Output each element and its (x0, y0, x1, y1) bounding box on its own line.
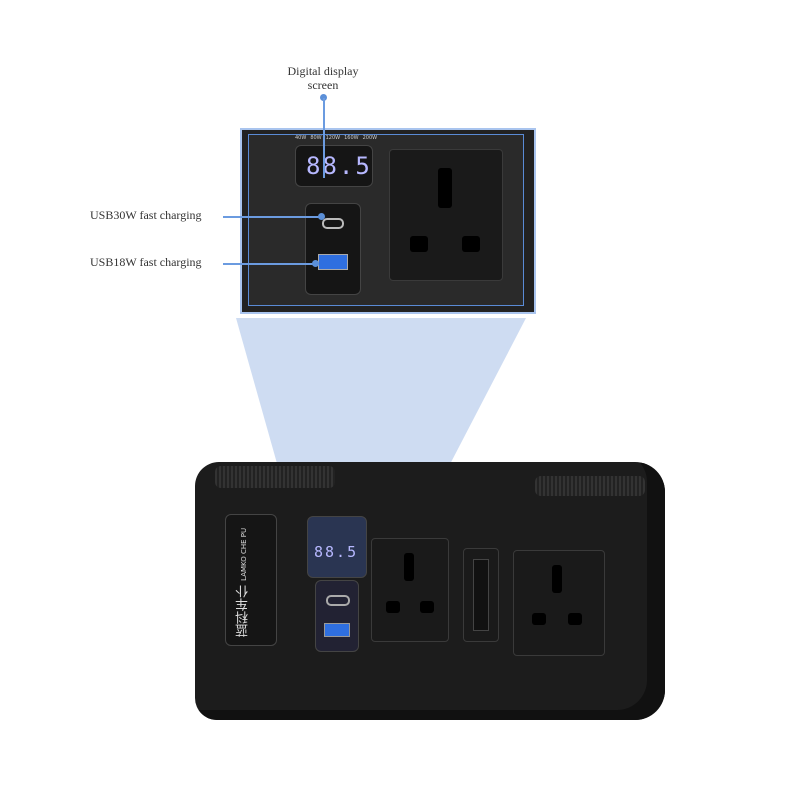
callout-dot (320, 94, 327, 101)
socket-hole (438, 168, 452, 208)
socket-hole (386, 601, 400, 613)
callout-dot (312, 260, 319, 267)
power-scale: 40W 80W 120W 160W 200W (295, 135, 377, 141)
inverter-device: 蓝科车仆 LAMKO CHE PU 88.5 (195, 462, 665, 720)
switch-rocker (473, 559, 489, 631)
power-switch[interactable] (463, 548, 499, 642)
socket-hole (532, 613, 546, 625)
scale-label: 160W (344, 135, 359, 141)
scale-label: 80W (310, 135, 322, 141)
usb-panel (315, 580, 359, 652)
socket-hole (410, 236, 428, 252)
scale-label: 200W (362, 135, 378, 141)
usb-c-port-closeup (322, 218, 344, 229)
usb-c-port[interactable] (326, 595, 350, 606)
callout-dot (318, 213, 325, 220)
display-panel: 88.5 (307, 516, 367, 578)
socket-hole (420, 601, 434, 613)
callout-line (223, 263, 315, 265)
brand-plate: 蓝科车仆 LAMKO CHE PU (225, 514, 277, 646)
usb-a-port-closeup (318, 254, 348, 270)
ac-socket-closeup (389, 149, 503, 281)
vent-grille (535, 476, 645, 496)
scale-label: 120W (325, 135, 341, 141)
callout-line (323, 98, 325, 178)
brand-latin: LAMKO CHE PU (240, 527, 248, 581)
brand-chinese: 蓝科车仆 (236, 585, 251, 637)
inset-photo: 40W 80W 120W 160W 200W 88.5 (248, 134, 524, 306)
socket-hole (552, 565, 562, 593)
socket-hole (462, 236, 480, 252)
socket-hole (568, 613, 582, 625)
scale-label: 40W (295, 135, 307, 141)
usb-panel-closeup (305, 203, 361, 295)
brand-logo: 蓝科车仆 LAMKO CHE PU (234, 525, 270, 637)
usb-a-port[interactable] (324, 623, 350, 637)
vent-grille (215, 466, 335, 488)
zoom-inset: 40W 80W 120W 160W 200W 88.5 (240, 128, 536, 314)
socket-hole (404, 553, 414, 581)
callout-usb-a: USB18W fast charging (90, 255, 202, 269)
digital-display: 88.5 (314, 543, 359, 561)
digital-display-closeup: 88.5 (306, 152, 372, 180)
callout-usb-c: USB30W fast charging (90, 208, 202, 222)
callout-line (223, 216, 323, 218)
display-closeup: 88.5 (295, 145, 373, 187)
callout-display: Digital display screen (287, 64, 359, 92)
ac-socket-right[interactable] (513, 550, 605, 656)
ac-socket-left[interactable] (371, 538, 449, 642)
